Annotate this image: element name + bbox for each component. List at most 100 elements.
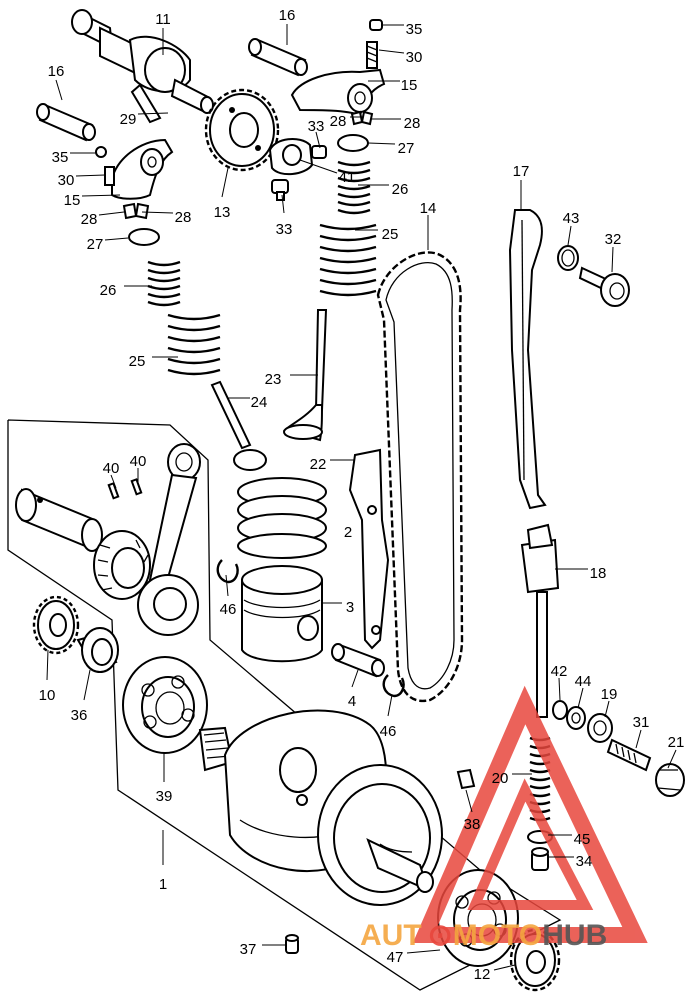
callout-label-45: 45 bbox=[574, 831, 591, 848]
leader-line-42 bbox=[558, 677, 561, 701]
sealing-nut-19 bbox=[587, 713, 613, 743]
callout-label-4: 4 bbox=[348, 693, 356, 710]
callout-label-47: 47 bbox=[387, 949, 404, 966]
leader-line-30 bbox=[75, 174, 106, 177]
leader-line-32 bbox=[611, 246, 614, 273]
leader-line-21 bbox=[667, 749, 677, 769]
crankshaft bbox=[198, 709, 443, 906]
callout-label-3: 3 bbox=[346, 599, 354, 616]
callout-label-28: 28 bbox=[175, 209, 192, 226]
washer-42 bbox=[552, 700, 568, 720]
leader-line-44 bbox=[577, 687, 584, 709]
leader-line-47 bbox=[406, 949, 441, 954]
piston bbox=[241, 565, 323, 663]
piston-pin bbox=[331, 643, 385, 678]
callout-label-26: 26 bbox=[392, 181, 409, 198]
bearing-36 bbox=[76, 627, 119, 673]
woodruff-key bbox=[456, 768, 476, 790]
leader-line-19 bbox=[604, 700, 610, 718]
adjuster-bolt-31 bbox=[606, 738, 652, 772]
camshaft-part bbox=[71, 9, 214, 124]
chain-tensioner-guide bbox=[508, 209, 547, 510]
callout-label-25: 25 bbox=[382, 226, 399, 243]
leader-line-4 bbox=[351, 669, 359, 688]
callout-label-40: 40 bbox=[103, 460, 120, 477]
tensioner-bolt-32 bbox=[578, 266, 630, 307]
callout-label-25: 25 bbox=[129, 353, 146, 370]
leader-line-27 bbox=[367, 142, 396, 145]
callout-label-27: 27 bbox=[398, 140, 415, 157]
callout-label-32: 32 bbox=[605, 231, 622, 248]
leader-line-38 bbox=[465, 789, 473, 813]
leader-line-27 bbox=[104, 237, 129, 241]
callout-label-26: 26 bbox=[100, 282, 117, 299]
callout-label-38: 38 bbox=[464, 816, 481, 833]
watermark-text: AUT⊙MOTOHUB bbox=[360, 919, 607, 952]
callout-label-41: 41 bbox=[339, 169, 356, 186]
callout-label-16: 16 bbox=[279, 7, 296, 24]
callout-label-19: 19 bbox=[601, 686, 618, 703]
sprocket-boss bbox=[268, 138, 314, 176]
callout-label-34: 34 bbox=[576, 853, 593, 870]
callout-label-1: 1 bbox=[159, 876, 167, 893]
callout-label-30: 30 bbox=[58, 172, 75, 189]
circlip-lower bbox=[382, 674, 405, 698]
callout-label-28: 28 bbox=[81, 211, 98, 228]
callout-label-21: 21 bbox=[668, 734, 685, 751]
callout-label-17: 17 bbox=[513, 163, 530, 180]
watermark-text-hub: HUB bbox=[542, 919, 607, 952]
washer-44 bbox=[566, 706, 586, 730]
rocker-arm-left bbox=[95, 138, 174, 200]
callout-label-22: 22 bbox=[310, 456, 327, 473]
inner-spring-left bbox=[147, 260, 181, 307]
callout-label-16: 16 bbox=[48, 63, 65, 80]
callout-label-2: 2 bbox=[344, 524, 352, 541]
connecting-rod bbox=[137, 443, 201, 636]
callout-label-15: 15 bbox=[401, 77, 418, 94]
leader-line-40 bbox=[110, 474, 117, 489]
cap-nut-21 bbox=[655, 763, 685, 797]
nut-34 bbox=[531, 847, 549, 871]
callout-label-18: 18 bbox=[590, 565, 607, 582]
callout-label-28: 28 bbox=[330, 113, 347, 130]
valve-left bbox=[210, 380, 267, 471]
leader-line-28 bbox=[98, 211, 125, 216]
leader-line-31 bbox=[635, 729, 642, 749]
callout-label-46: 46 bbox=[220, 601, 237, 618]
cam-chain bbox=[376, 251, 464, 703]
callout-label-43: 43 bbox=[563, 210, 580, 227]
callout-label-13: 13 bbox=[214, 204, 231, 221]
callout-label-42: 42 bbox=[551, 663, 568, 680]
callout-label-35: 35 bbox=[52, 149, 69, 166]
rocker-shaft-pin-left bbox=[36, 103, 96, 142]
leader-line-12 bbox=[493, 964, 516, 971]
bolt-lower bbox=[271, 179, 289, 201]
callout-label-46: 46 bbox=[380, 723, 397, 740]
piston-rings bbox=[237, 477, 327, 559]
watermark-text-moto: MOTO bbox=[453, 919, 542, 952]
spring-retainer-right bbox=[337, 134, 369, 152]
callout-label-30: 30 bbox=[406, 49, 423, 66]
leader-line-28 bbox=[141, 211, 174, 214]
callout-label-23: 23 bbox=[265, 371, 282, 388]
valve-collets-left bbox=[122, 202, 150, 220]
leader-line-16 bbox=[55, 79, 63, 101]
callout-label-31: 31 bbox=[633, 714, 650, 731]
callout-label-29: 29 bbox=[120, 111, 137, 128]
callout-label-33: 33 bbox=[308, 118, 325, 135]
watermark-text-aut: AUT bbox=[360, 919, 422, 952]
timing-gear bbox=[32, 595, 80, 655]
callout-label-39: 39 bbox=[156, 788, 173, 805]
callout-label-10: 10 bbox=[39, 687, 56, 704]
spring-retainer-left bbox=[128, 228, 160, 246]
leader-line-43 bbox=[567, 225, 572, 246]
callout-label-14: 14 bbox=[420, 200, 437, 217]
callout-label-12: 12 bbox=[474, 966, 491, 983]
callout-label-15: 15 bbox=[64, 192, 81, 209]
cam-sprocket bbox=[204, 88, 280, 172]
tensioner-lifter bbox=[520, 523, 560, 718]
callout-label-35: 35 bbox=[406, 21, 423, 38]
watermark-triangle-icon bbox=[412, 685, 648, 943]
chain-guide-front bbox=[348, 448, 390, 650]
